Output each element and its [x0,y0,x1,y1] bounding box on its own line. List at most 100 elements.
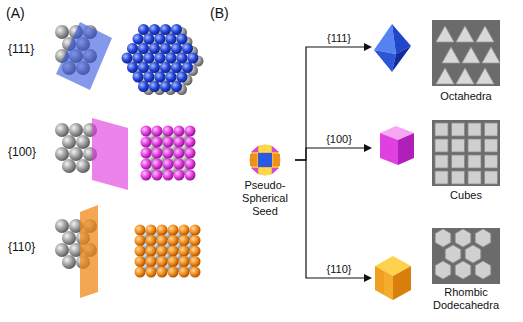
atom-sphere [163,148,174,159]
atom-sphere [146,256,157,267]
edge-label: {110} [327,263,352,275]
seed-facet [272,168,279,174]
seed-facet [251,168,258,174]
sem-particle [452,139,465,152]
crystal-plane [56,22,112,90]
atom-sphere [188,53,199,64]
sem-particle [436,68,454,84]
atom-sphere [152,159,163,170]
sem-particle [456,68,474,84]
atom-sphere [174,137,185,148]
atom-sphere [135,225,146,236]
atom-sphere [135,267,146,278]
sem-particle [485,139,498,152]
sem-particle [435,155,448,168]
atom-sphere [141,159,152,170]
atom-sphere [69,147,83,161]
atom-sphere [133,34,144,45]
seed-facet [251,146,258,152]
sem-particle [475,261,491,279]
octahedron-face [374,50,396,72]
sem-image [432,228,500,284]
atom-sphere [152,137,163,148]
atom-sphere [138,43,149,54]
dodecahedron-face [375,266,393,300]
shape-node: Cubes [372,118,508,205]
sem-particle [435,261,451,279]
facet-label: {100} [8,145,36,159]
atom-sphere [160,62,171,73]
atom-sphere [138,24,149,35]
node-label: Octahedra [426,90,506,103]
sem-particle [455,229,471,247]
sem-particle [468,155,481,168]
atom-sphere [168,225,179,236]
facet-label: {111} [8,42,34,56]
atom-sphere [135,246,146,257]
cube-face [380,133,398,165]
atom-sphere [144,53,155,64]
atom-sphere [62,255,76,269]
atom-sphere [127,43,138,54]
atom-sphere [182,62,193,73]
atom-sphere [177,34,188,45]
atom-sphere [138,81,149,92]
atom-sphere [163,159,174,170]
branch-arrow [295,160,372,282]
atom-sphere [146,235,157,246]
sem-particle [435,123,448,136]
atom-sphere [190,235,201,246]
atom-sphere [185,126,196,137]
atom-sphere [157,225,168,236]
sem-particle [455,261,471,279]
sem-particle [452,155,465,168]
atom-sphere [166,34,177,45]
sem-image [432,120,500,186]
atom-sphere [179,246,190,257]
atom-sphere [141,170,152,181]
atom-sphere [146,267,157,278]
node-label: Rhombic Dodecahedra [426,286,506,312]
atom-sphere [177,72,188,83]
atom-sphere [157,256,168,267]
atom-sphere [168,256,179,267]
atom-sphere [55,147,69,161]
atom-sphere [163,137,174,148]
sem-particle [482,47,500,63]
seed-facet [259,145,271,152]
octahedron-face [392,46,411,72]
panel-label: (B) [210,5,229,21]
dodecahedron-face [384,271,393,300]
facet-label: {110} [8,240,35,254]
sem-particle [462,47,480,63]
sem-particle [485,123,498,136]
atom-sphere [155,34,166,45]
atom-sphere [152,148,163,159]
shape-node: Octahedra [372,18,508,106]
sem-particle [456,26,474,42]
sem-particle [475,229,491,247]
crystal-plane [80,205,98,298]
atom-sphere [179,235,190,246]
seed-facet [273,154,280,166]
atom-sphere [190,267,201,278]
atom-sphere [144,72,155,83]
atom-sphere [190,225,201,236]
atom-sphere [160,24,171,35]
seed-node: Pseudo-Spherical Seed [235,143,295,221]
sem-particle [468,123,481,136]
atom-sphere [166,53,177,64]
atom-sphere [182,43,193,54]
sem-particle [442,47,460,63]
atom-sphere [149,43,160,54]
atom-sphere [149,81,160,92]
sem-particle [435,229,451,247]
atom-sphere [174,148,185,159]
branch-arrow [295,43,372,160]
arrow-head [364,144,372,152]
sem-particle [436,26,454,42]
atom-sphere [171,24,182,35]
